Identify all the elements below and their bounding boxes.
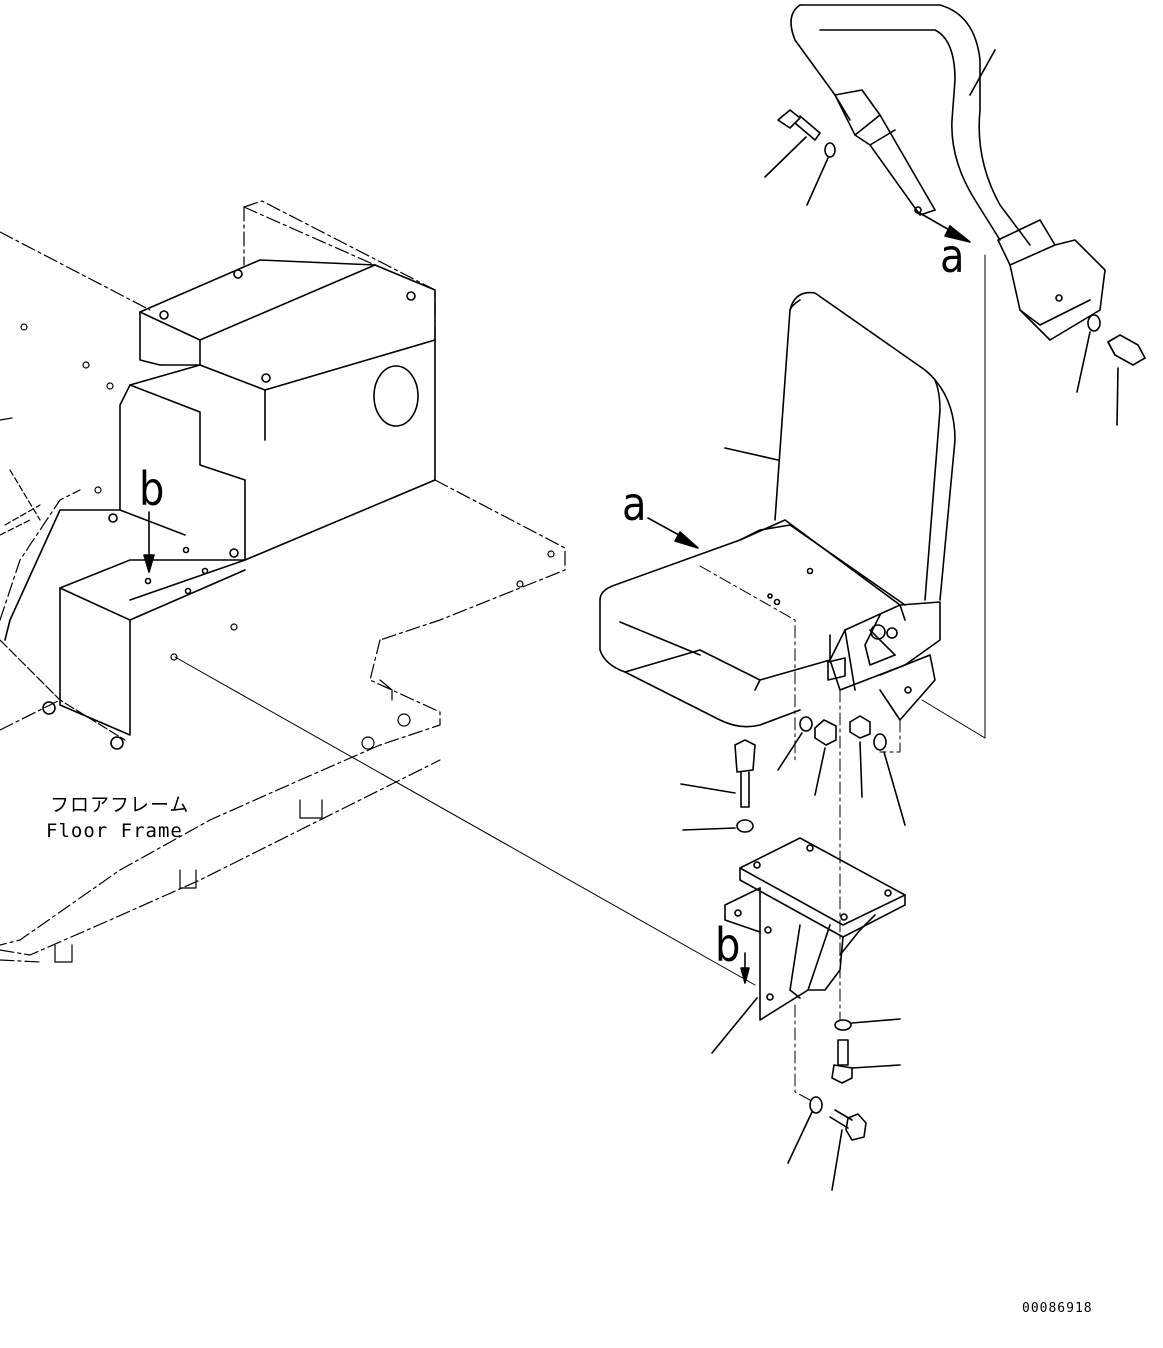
leader-headrest	[921, 254, 986, 739]
seat	[599, 291, 956, 728]
floor-frame-label-jp: フロアフレーム	[50, 794, 190, 816]
ref-arrow-b-bracket	[740, 952, 750, 984]
leader-frame-to-bracket	[174, 656, 756, 986]
floor-frame	[0, 200, 566, 963]
ref-arrow-a-top	[917, 211, 971, 243]
bracket-centerline	[794, 1004, 811, 1101]
floor-frame-label-en: Floor Frame	[46, 820, 183, 842]
ref-label-a-top: a	[940, 230, 965, 284]
ref-arrow-a-seat	[647, 517, 699, 549]
seat-bracket	[711, 837, 906, 1054]
document-number: 00086918	[1022, 1301, 1093, 1316]
ref-label-b-bracket: b	[715, 919, 741, 973]
seat-centerlines	[699, 565, 901, 1021]
ref-label-b-frame: b	[139, 463, 165, 517]
seat-fasteners	[777, 715, 906, 826]
bracket-top-bolts	[680, 739, 756, 833]
headrest-bolts	[764, 49, 1146, 426]
headrest-rail	[790, 4, 1106, 341]
ref-arrow-b-frame	[143, 511, 155, 573]
bracket-bottom-fasteners	[787, 1018, 901, 1191]
console-box	[4, 259, 436, 750]
ref-label-a-seat: a	[622, 478, 647, 532]
